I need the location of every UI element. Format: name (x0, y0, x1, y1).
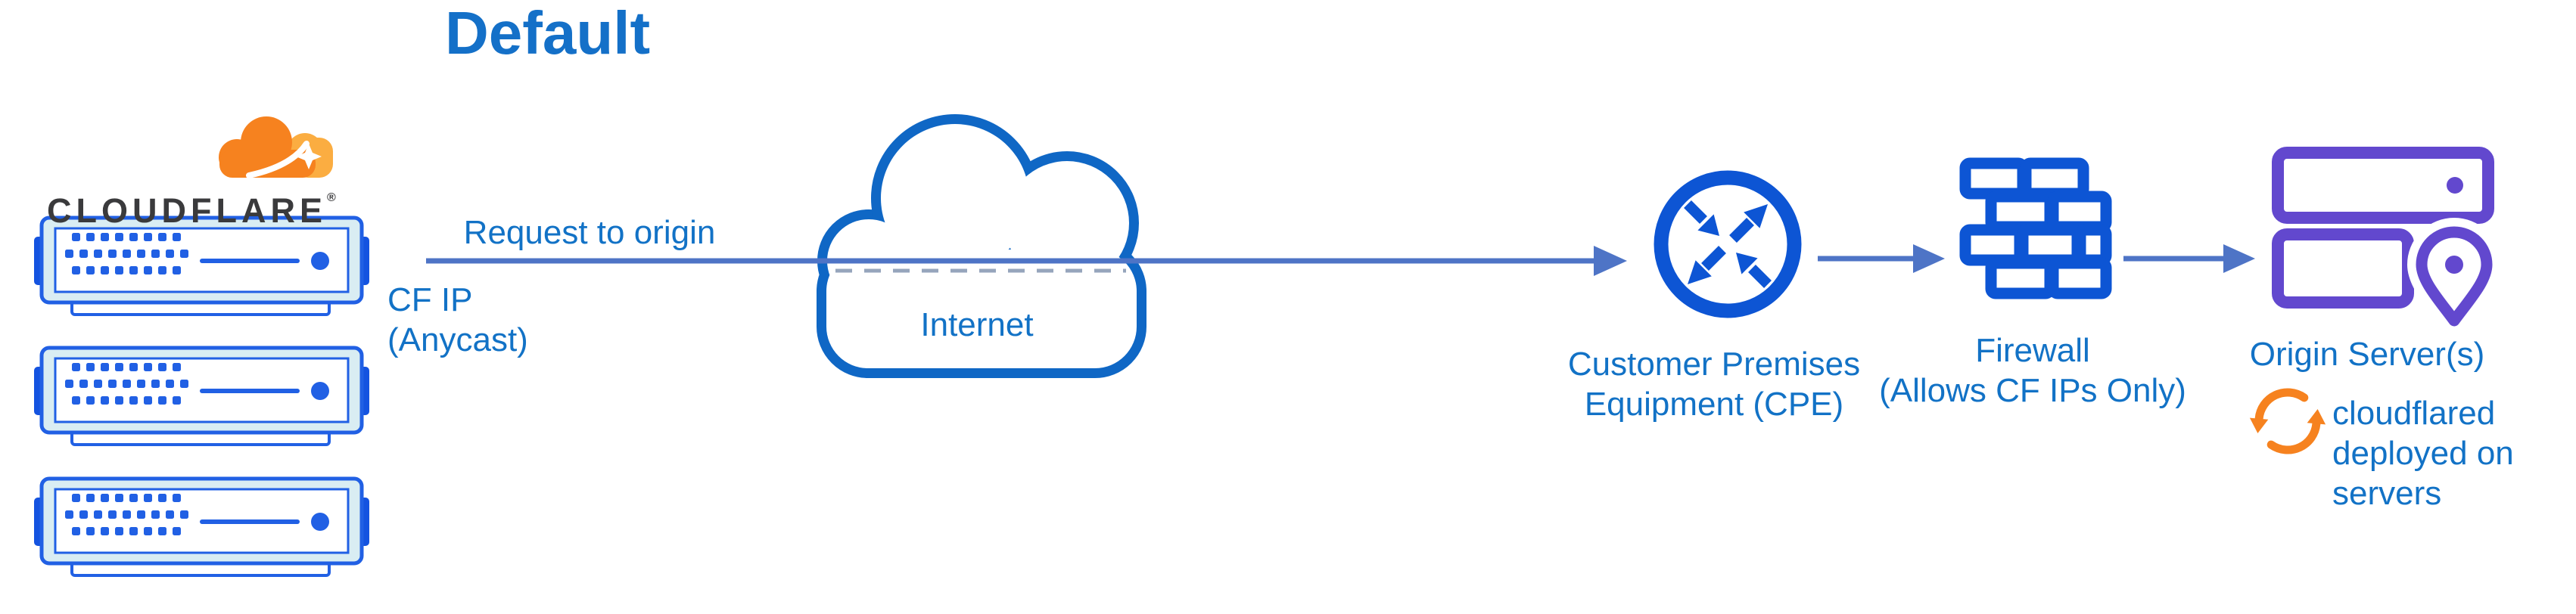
cpe-line1: Customer Premises (1567, 346, 1861, 383)
cloudflared-line3: servers (2332, 475, 2442, 512)
cloudflare-wordmark: CLOUDFLARE® (47, 180, 336, 229)
cpe-line2: Equipment (CPE) (1584, 386, 1844, 423)
request-to-origin-label: Request to origin (463, 214, 716, 251)
location-pin-icon (2407, 218, 2501, 335)
firewall-label: Firewall (Allows CF IPs Only) (1879, 330, 2186, 411)
origin-servers-label: Origin Server(s) (2249, 336, 2485, 373)
cf-ip-line2: (Anycast) (387, 321, 528, 358)
registered-trademark: ® (326, 191, 336, 204)
cf-ip-anycast-label: CF IP (Anycast) (387, 280, 528, 360)
page-title: Default (445, 0, 651, 67)
edge-server-1 (34, 218, 369, 315)
cloudflared-note: cloudflared deployed on servers (2332, 393, 2514, 513)
cloudflared-line1: cloudflared (2332, 395, 2496, 432)
edge-server-2 (34, 348, 369, 445)
edge-server-3 (34, 479, 369, 575)
origin-server-icon (2272, 147, 2501, 335)
internet-label: Internet (920, 306, 1034, 343)
cf-ip-line1: CF IP (387, 281, 473, 318)
cloudflare-wordmark-text: CLOUDFLARE (47, 191, 327, 230)
firewall-line1: Firewall (1975, 332, 2090, 369)
sync-arrows-icon (2249, 388, 2326, 454)
cpe-router-icon (1654, 170, 1802, 318)
firewall-brick-icon (1959, 157, 2112, 299)
flow-arrows (426, 244, 2255, 276)
internet-cloud-icon (817, 114, 1146, 378)
cpe-label: Customer Premises Equipment (CPE) (1568, 344, 1860, 424)
firewall-line2: (Allows CF IPs Only) (1879, 372, 2186, 409)
cloudflared-line2: deployed on (2332, 435, 2514, 472)
cloudflare-logo-icon (219, 116, 333, 178)
